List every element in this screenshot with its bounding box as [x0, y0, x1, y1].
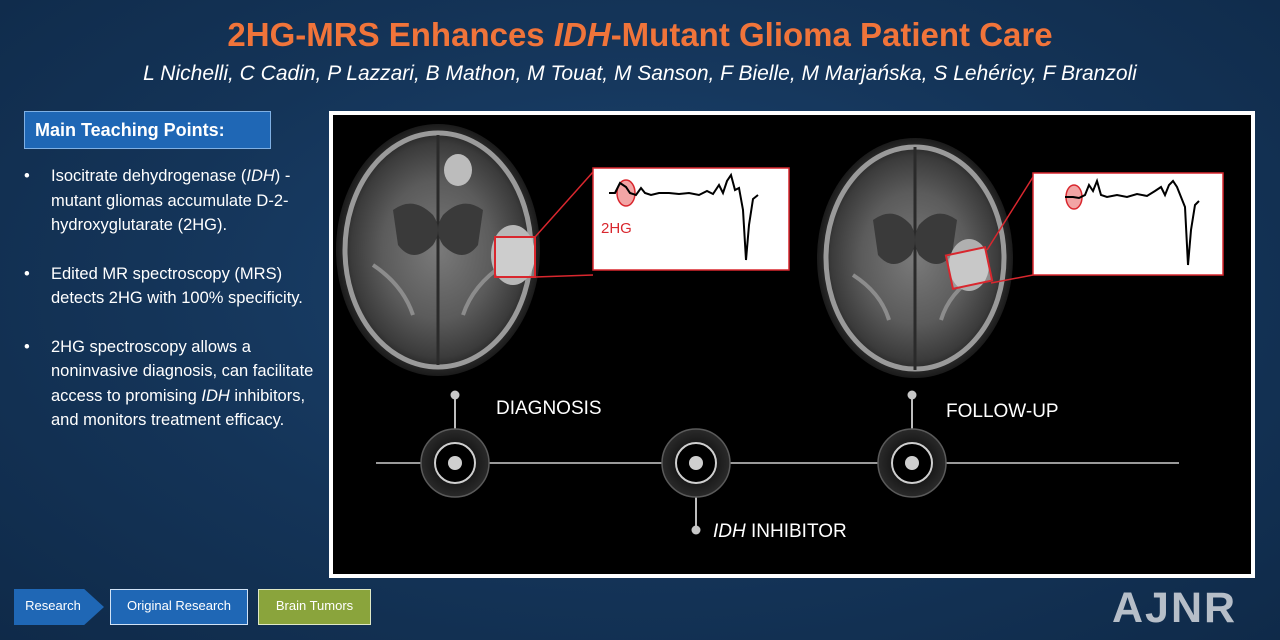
bullet-2: •	[24, 264, 30, 283]
brain-1-ventricle-left	[393, 203, 438, 255]
inhibitor-connector-dot	[691, 525, 701, 535]
tp3-idh: IDH	[201, 386, 230, 405]
brain-2-ventricle-right	[915, 213, 957, 264]
teaching-point-1: • Isocitrate dehydrogenase (IDH) - mutant…	[24, 164, 320, 238]
spectrum-diagnosis: 2HG	[592, 167, 790, 271]
spectrum-followup	[1032, 172, 1224, 276]
tag-brain-tumors[interactable]: Brain Tumors	[258, 589, 371, 625]
tp1-text-b: ) - mutant gliomas accumulate D-2-hydrox…	[51, 167, 291, 234]
tp3-text-b: inhibitors, and monitors treatment effic…	[51, 386, 306, 430]
teaching-point-3: • 2HG spectroscopy allows a noninvasive d…	[24, 335, 320, 433]
followup-node	[905, 456, 919, 470]
tp1-text-a: Isocitrate dehydrogenase (	[51, 167, 247, 185]
title-text-1: 2HG-MRS Enhances	[227, 16, 554, 53]
teaching-points-list: •Isocitrate dehydrogenase (IDH) - mutant…	[24, 164, 320, 457]
title-text-2: -Mutant Glioma Patient Care	[610, 16, 1053, 53]
voxel-box-followup	[944, 246, 994, 290]
inhibitor-label-idh: IDH	[713, 521, 746, 542]
followup-label: FOLLOW-UP	[946, 401, 1059, 422]
tp1-idh: IDH	[246, 167, 275, 185]
spectrum-1-trace	[609, 172, 759, 261]
brain-1-tumor	[491, 225, 535, 285]
figure-panel: 2HG	[329, 111, 1255, 578]
brain-1-sulcus-1	[371, 263, 415, 316]
zoom-line-1-top	[534, 171, 594, 238]
followup-connector-dot	[907, 390, 917, 400]
teaching-point-2: • Edited MR spectroscopy (MRS) detects 2H…	[24, 262, 320, 311]
tag-research[interactable]: Research	[14, 589, 104, 625]
tag-original-research[interactable]: Original Research	[110, 589, 248, 625]
inhibitor-label-rest: INHIBITOR	[746, 521, 847, 542]
bullet-3: •	[24, 337, 30, 356]
brain-1-ventricle-right	[438, 203, 483, 255]
spectrum-2hg-label: 2HG	[601, 220, 632, 237]
zoom-line-2-top	[986, 176, 1034, 251]
spectrum-2-frame	[1032, 172, 1224, 276]
spectrum-2-trace	[1065, 177, 1200, 266]
spectrum-1-2hg-peak-marker	[616, 179, 636, 207]
inhibitor-label: IDH INHIBITOR	[713, 521, 847, 542]
diagnosis-connector-dot	[450, 390, 460, 400]
brain-image-followup	[817, 138, 1013, 378]
title-idh: IDH	[553, 16, 611, 53]
tp3-text-a: 2HG spectroscopy allows a noninvasive di…	[51, 337, 314, 405]
brain-2-sulcus-1	[851, 273, 891, 321]
inhibitor-node	[689, 456, 703, 470]
zoom-line-2-bottom	[990, 274, 1034, 284]
diagnosis-label: DIAGNOSIS	[496, 398, 602, 419]
tp2-text: Edited MR spectroscopy (MRS) detects 2HG…	[51, 264, 303, 308]
brain-image-diagnosis	[336, 124, 540, 376]
ajnr-logo: AJNR	[1112, 584, 1238, 632]
author-list: L Nichelli, C Cadin, P Lazzari, B Mathon…	[143, 62, 1137, 85]
zoom-line-1-bottom	[534, 274, 594, 278]
brain-2-ventricle-left	[873, 213, 915, 264]
treatment-timeline: DIAGNOSIS FOLLOW-UP IDH INHIBITOR	[376, 390, 1179, 542]
bullet-1: •	[24, 167, 30, 185]
poster-title: 2HG-MRS Enhances IDH-Mutant Glioma Patie…	[0, 16, 1280, 54]
brain-1-frontal-lesion	[444, 154, 472, 186]
diagnosis-node	[448, 456, 462, 470]
figure-svg: 2HG	[333, 115, 1251, 574]
teaching-points-heading: Main Teaching Points:	[24, 111, 271, 149]
voxel-box-diagnosis	[494, 236, 536, 278]
